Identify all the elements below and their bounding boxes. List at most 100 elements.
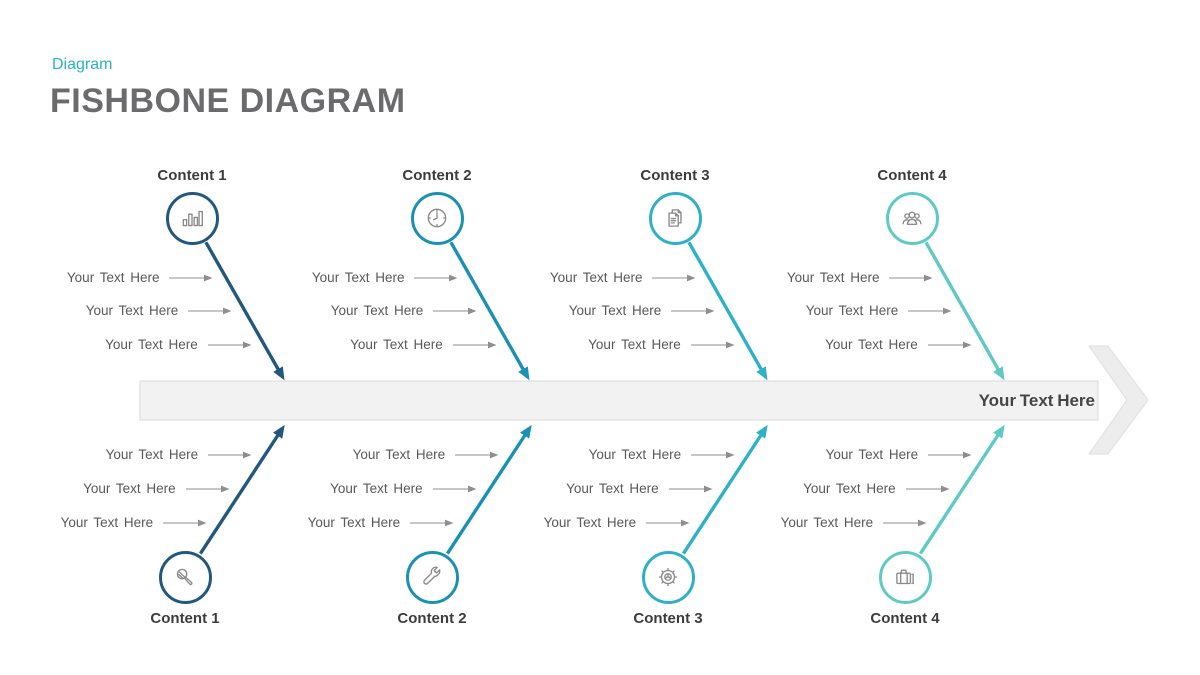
pointer-arrow-icon [889, 274, 933, 282]
cause-label: Your Text Here [60, 515, 154, 530]
pointer-arrow-icon [646, 519, 690, 527]
cause-row: Your Text Here [67, 268, 214, 288]
bar-chart-icon [182, 210, 203, 227]
content-label: Content 4 [870, 610, 940, 627]
cause-label: Your Text Here [543, 515, 637, 530]
pointer-arrow-icon [208, 451, 252, 459]
pointer-arrow-icon [927, 341, 972, 349]
branch-connector-line [449, 241, 530, 381]
cause-row: Your Text Here [330, 479, 477, 499]
cause-row: Your Text Here [331, 301, 478, 321]
cause-row: Your Text Here [787, 268, 934, 288]
cause-row: Your Text Here [308, 513, 455, 533]
cause-label: Your Text Here [588, 337, 681, 352]
pointer-arrow-icon [410, 519, 454, 527]
pointer-arrow-icon [185, 485, 230, 493]
pointer-arrow-icon [163, 519, 207, 527]
cause-row: Your Text Here [589, 445, 736, 465]
content-node [878, 550, 932, 604]
cause-row: Your Text Here [312, 268, 459, 288]
branch-connector-line [204, 241, 285, 381]
cause-label: Your Text Here [549, 270, 643, 285]
content-node [405, 550, 459, 604]
cause-label: Your Text Here [311, 270, 405, 285]
content-node [885, 191, 939, 245]
cause-row: Your Text Here [353, 445, 500, 465]
cause-row: Your Text Here [825, 335, 972, 355]
cause-label: Your Text Here [85, 303, 179, 318]
content-label: Content 3 [633, 610, 703, 627]
branch-connector-line [687, 241, 768, 381]
pointer-arrow-icon [452, 341, 497, 349]
cause-row: Your Text Here [550, 268, 697, 288]
pointer-arrow-icon [433, 307, 477, 315]
cause-label: Your Text Here [566, 481, 659, 496]
content-node [158, 550, 212, 604]
pointer-arrow-icon [668, 485, 713, 493]
pointer-arrow-icon [690, 341, 735, 349]
cause-row: Your Text Here [106, 445, 253, 465]
cause-row: Your Text Here [350, 335, 497, 355]
cause-label: Your Text Here [588, 447, 682, 462]
cause-row: Your Text Here [803, 479, 950, 499]
page-title: FISHBONE DIAGRAM [50, 82, 406, 120]
content-label: Content 1 [157, 167, 227, 184]
cause-label: Your Text Here [352, 447, 446, 462]
wrench-icon [423, 566, 441, 585]
pointer-arrow-icon [207, 341, 252, 349]
spine-bar [139, 380, 1099, 421]
cause-row: Your Text Here [826, 445, 973, 465]
content-node [648, 191, 702, 245]
clock-icon [427, 208, 447, 228]
microphone-icon [176, 568, 193, 586]
pointer-arrow-icon [883, 519, 927, 527]
cause-label: Your Text Here [825, 447, 919, 462]
cause-label: Your Text Here [825, 337, 918, 352]
cause-row: Your Text Here [61, 513, 208, 533]
pointer-arrow-icon [188, 307, 232, 315]
briefcase-icon [896, 569, 914, 585]
team-icon [902, 211, 922, 225]
branch-connector-line [198, 424, 285, 555]
pointer-arrow-icon [691, 451, 735, 459]
cause-label: Your Text Here [805, 303, 899, 318]
pointer-arrow-icon [671, 307, 715, 315]
cause-label: Your Text Here [803, 481, 896, 496]
content-label: Content 1 [150, 610, 220, 627]
content-label: Content 3 [640, 167, 710, 184]
content-node [410, 191, 464, 245]
content-label: Content 4 [877, 167, 947, 184]
pointer-arrow-icon [169, 274, 213, 282]
cause-label: Your Text Here [105, 337, 198, 352]
pointer-arrow-icon [905, 485, 950, 493]
cause-row: Your Text Here [83, 479, 230, 499]
cause-row: Your Text Here [566, 479, 713, 499]
cause-label: Your Text Here [780, 515, 874, 530]
cause-row: Your Text Here [86, 301, 233, 321]
cause-label: Your Text Here [330, 303, 424, 318]
branch-connector-line [445, 424, 532, 555]
spine-arrowhead-icon [1088, 345, 1149, 455]
slide-category-label: Diagram [52, 56, 113, 73]
branch-connector-line [681, 424, 768, 555]
cause-label: Your Text Here [83, 481, 176, 496]
spine-label: Your Text Here [978, 391, 1095, 410]
cause-row: Your Text Here [781, 513, 928, 533]
cause-label: Your Text Here [307, 515, 401, 530]
cause-row: Your Text Here [105, 335, 252, 355]
cause-label: Your Text Here [350, 337, 443, 352]
branch-connector-line [924, 241, 1005, 381]
cause-row: Your Text Here [544, 513, 691, 533]
pointer-arrow-icon [455, 451, 499, 459]
cause-label: Your Text Here [786, 270, 880, 285]
branch-connector-line [918, 424, 1005, 555]
pointer-arrow-icon [908, 307, 952, 315]
content-label: Content 2 [402, 167, 472, 184]
cause-label: Your Text Here [105, 447, 199, 462]
cause-label: Your Text Here [330, 481, 423, 496]
cause-row: Your Text Here [806, 301, 953, 321]
pointer-arrow-icon [652, 274, 696, 282]
cause-label: Your Text Here [66, 270, 160, 285]
pointer-arrow-icon [414, 274, 458, 282]
